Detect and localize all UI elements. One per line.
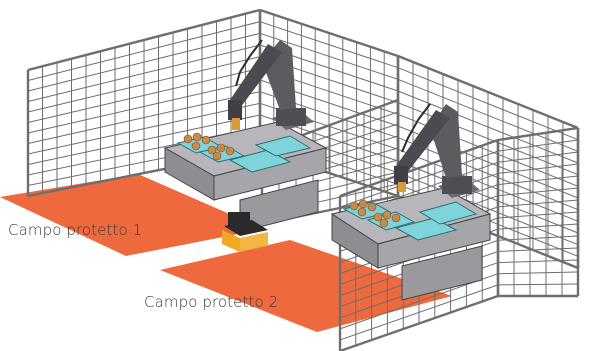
robot-cell-2 [330,103,492,301]
conveyor-side-1 [213,147,327,201]
parts-2 [349,199,401,228]
protected-field-2 [160,240,452,332]
robot-1 [228,39,314,130]
bin-2d [418,201,478,225]
protected-field-1 [0,174,264,256]
robot-cell-1 [163,39,328,233]
fence-panel-cell2-side [496,126,580,298]
safety-laser-scanner-icon [222,212,268,252]
conveyor-side-2 [377,213,491,269]
conveyor-base-2 [401,245,483,301]
parts-1 [183,132,235,161]
robot-2 [394,103,480,198]
protected-field-1-label: Campo protetto 1 [8,221,143,239]
protected-field-2-label: Campo protetto 2 [144,293,279,311]
bin-1d [254,135,312,157]
